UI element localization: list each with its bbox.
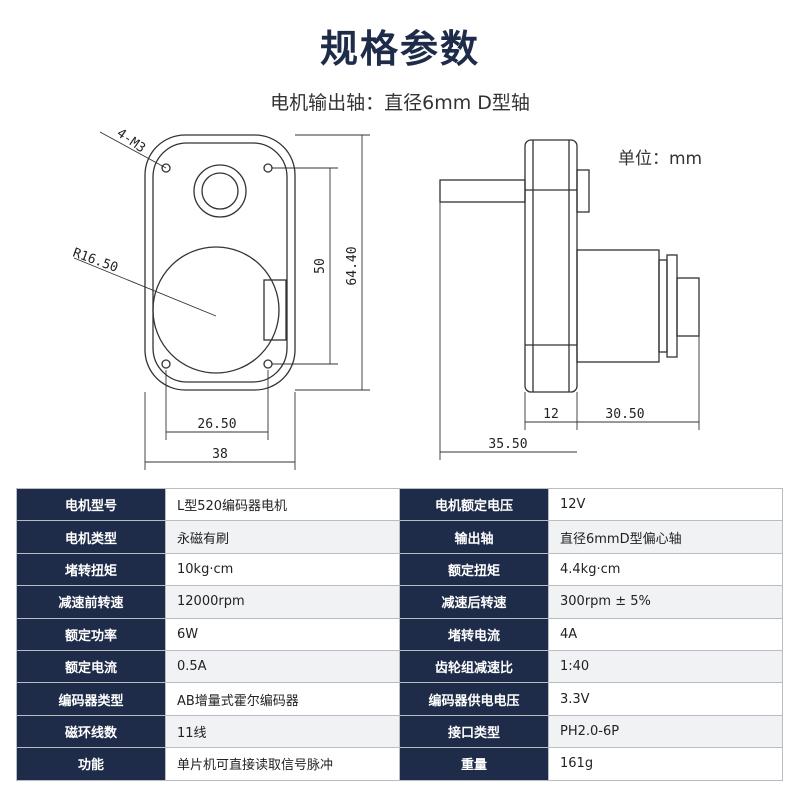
side-view <box>439 139 700 393</box>
motor-endcap <box>658 259 668 353</box>
spec-value: 0.5A <box>165 649 400 684</box>
width-inner-label: 26.50 <box>197 417 236 432</box>
width-outer-label: 38 <box>212 447 228 462</box>
connector-block <box>263 279 287 341</box>
spec-value: 4A <box>548 617 783 651</box>
gearbox-boss <box>576 169 590 213</box>
spec-value: 1:40 <box>548 649 783 684</box>
mount-hole <box>161 359 171 369</box>
spec-key: 堵转电流 <box>399 617 549 651</box>
spec-key: 减速前转速 <box>16 585 166 619</box>
spec-key: 接口类型 <box>399 714 549 749</box>
technical-drawing: 4-M3 R16.50 50 64.40 26.50 38 12 30.50 3… <box>71 126 700 470</box>
spec-key: 磁环线数 <box>16 714 166 749</box>
shaft-hub <box>193 164 247 218</box>
height-inner-label: 50 <box>313 258 328 274</box>
page-subtitle: 电机输出轴：直径6mm D型轴 <box>270 92 530 114</box>
spec-key: 编码器供电电压 <box>399 682 549 716</box>
spec-key: 额定功率 <box>16 617 166 651</box>
encoder-connector <box>676 277 700 337</box>
front-dim-labels: 4-M3 R16.50 50 64.40 26.50 38 <box>71 126 360 462</box>
encoder-board <box>666 254 678 358</box>
side-dimensions <box>439 202 700 460</box>
radius-leader <box>73 257 217 317</box>
spec-value: AB增量式霍尔编码器 <box>165 682 400 716</box>
spec-value: 永磁有刷 <box>165 520 400 554</box>
mount-hole <box>161 163 171 173</box>
side-dim-labels: 12 30.50 35.50 <box>488 407 644 452</box>
spec-value: 单片机可直接读取信号脉冲 <box>165 747 400 781</box>
housing-outline <box>144 134 296 391</box>
spec-value: 3.3V <box>548 682 783 716</box>
spec-value: 12000rpm <box>165 585 400 619</box>
spec-key: 输出轴 <box>399 520 549 554</box>
spec-value: 161g <box>548 747 783 781</box>
motor-body-circle <box>152 246 280 374</box>
mount-hole <box>263 359 273 369</box>
shaft-hole <box>201 172 239 210</box>
front-dimensions <box>73 131 370 470</box>
radius-label: R16.50 <box>71 246 120 276</box>
spec-value: 11线 <box>165 714 400 749</box>
spec-key: 电机类型 <box>16 520 166 554</box>
spec-value: 直径6mmD型偏心轴 <box>548 520 783 554</box>
spec-key: 齿轮组减速比 <box>399 649 549 684</box>
mount-hole <box>263 163 273 173</box>
spec-value: 6W <box>165 617 400 651</box>
holes-label: 4-M3 <box>114 126 148 156</box>
spec-key: 堵转扭矩 <box>16 552 166 587</box>
housing-inner-outline <box>152 142 288 383</box>
motor-can <box>576 249 660 363</box>
page-title: 规格参数 <box>319 27 480 71</box>
output-shaft <box>439 179 526 203</box>
spec-row: 电机类型永磁有刷输出轴直径6mmD型偏心轴 <box>16 520 783 554</box>
spec-key: 电机型号 <box>16 487 166 522</box>
spec-key: 减速后转速 <box>399 585 549 619</box>
height-outer-label: 64.40 <box>345 246 360 285</box>
spec-key: 额定电流 <box>16 649 166 684</box>
front-view <box>144 134 296 391</box>
spec-key: 功能 <box>16 747 166 781</box>
holes-leader <box>99 131 167 169</box>
spec-value: 300rpm ± 5% <box>548 585 783 619</box>
side-short-label: 12 <box>543 407 559 422</box>
side-total-label: 35.50 <box>488 437 527 452</box>
unit-label: 单位：mm <box>618 149 703 169</box>
spec-value: 12V <box>548 487 783 522</box>
spec-key: 编码器类型 <box>16 682 166 716</box>
spec-value: 10kg·cm <box>165 552 400 587</box>
spec-key: 电机额定电压 <box>399 487 549 522</box>
spec-value: L型520编码器电机 <box>165 487 400 522</box>
spec-key: 重量 <box>399 747 549 781</box>
spec-key: 额定扭矩 <box>399 552 549 587</box>
spec-value: 4.4kg·cm <box>548 552 783 587</box>
spec-value: PH2.0-6P <box>548 714 783 749</box>
side-body-label: 30.50 <box>605 407 644 422</box>
